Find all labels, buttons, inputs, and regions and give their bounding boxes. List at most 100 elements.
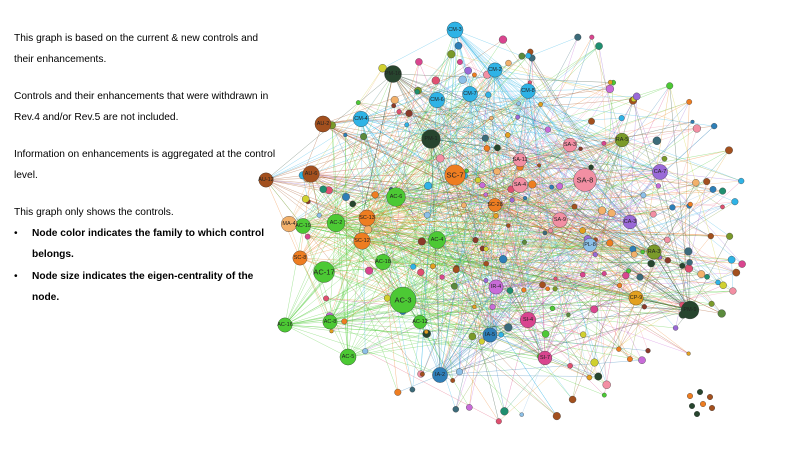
graph-node[interactable]: [616, 346, 622, 352]
graph-node[interactable]: [481, 134, 489, 142]
graph-node[interactable]: [424, 329, 429, 335]
graph-node-ir-4[interactable]: [488, 279, 504, 295]
graph-node[interactable]: [694, 411, 700, 417]
graph-node[interactable]: [664, 257, 671, 264]
graph-node[interactable]: [483, 145, 491, 152]
graph-node[interactable]: [571, 203, 578, 210]
graph-node[interactable]: [472, 72, 477, 78]
graph-node[interactable]: [479, 182, 486, 189]
graph-node[interactable]: [547, 228, 554, 234]
graph-node[interactable]: [715, 279, 721, 286]
graph-node[interactable]: [661, 155, 668, 162]
graph-node[interactable]: [541, 330, 550, 338]
graph-node[interactable]: [523, 196, 528, 201]
graph-node-ac-16[interactable]: [277, 317, 293, 333]
graph-node[interactable]: [493, 213, 499, 219]
graph-node-sc-13[interactable]: [358, 209, 376, 227]
graph-node[interactable]: [301, 195, 310, 203]
graph-node[interactable]: [638, 356, 646, 364]
graph-node[interactable]: [420, 371, 425, 377]
graph-node[interactable]: [707, 394, 713, 400]
graph-node[interactable]: [618, 115, 625, 122]
graph-node-ac-2[interactable]: [326, 213, 346, 233]
graph-node[interactable]: [703, 178, 711, 186]
graph-node[interactable]: [506, 223, 511, 228]
graph-node[interactable]: [483, 260, 489, 267]
graph-node[interactable]: [556, 182, 563, 190]
graph-node[interactable]: [552, 286, 558, 292]
graph-node[interactable]: [478, 338, 485, 345]
graph-node-si-4[interactable]: [520, 312, 536, 328]
graph-node[interactable]: [601, 271, 607, 277]
graph-node[interactable]: [417, 268, 425, 276]
graph-node[interactable]: [409, 386, 416, 393]
graph-node[interactable]: [690, 119, 695, 124]
graph-node[interactable]: [538, 101, 543, 107]
graph-node[interactable]: [590, 305, 599, 314]
graph-node[interactable]: [641, 304, 647, 310]
graph-node[interactable]: [415, 58, 423, 66]
graph-node[interactable]: [650, 210, 657, 218]
graph-node[interactable]: [738, 260, 746, 268]
graph-node-au-2[interactable]: [314, 115, 332, 133]
graph-node[interactable]: [720, 204, 725, 210]
graph-node[interactable]: [430, 263, 436, 269]
graph-node[interactable]: [349, 200, 356, 208]
graph-node[interactable]: [574, 33, 582, 41]
graph-node-cm-8[interactable]: [520, 83, 536, 99]
graph-node[interactable]: [521, 287, 527, 293]
graph-node[interactable]: [341, 318, 348, 325]
graph-node[interactable]: [461, 202, 467, 209]
graph-node-si-7[interactable]: [537, 350, 553, 366]
graph-node[interactable]: [719, 187, 727, 195]
graph-node[interactable]: [539, 281, 546, 289]
graph-node[interactable]: [505, 132, 511, 138]
graph-node[interactable]: [544, 126, 551, 133]
graph-node-ca-3[interactable]: [622, 214, 638, 230]
graph-node[interactable]: [391, 103, 397, 109]
graph-node[interactable]: [394, 388, 402, 396]
graph-node[interactable]: [601, 140, 607, 146]
graph-node[interactable]: [586, 374, 593, 381]
graph-node[interactable]: [498, 331, 504, 338]
graph-node[interactable]: [454, 42, 463, 50]
graph-node[interactable]: [405, 109, 413, 117]
graph-node[interactable]: [505, 59, 512, 67]
graph-node[interactable]: [506, 287, 514, 294]
graph-node[interactable]: [687, 393, 693, 399]
graph-node[interactable]: [568, 395, 577, 404]
graph-node[interactable]: [632, 92, 641, 101]
graph-node[interactable]: [647, 259, 655, 268]
graph-node[interactable]: [602, 380, 611, 389]
graph-node[interactable]: [672, 325, 679, 331]
graph-node[interactable]: [684, 264, 693, 273]
graph-node-pl-8[interactable]: [583, 238, 597, 252]
graph-node[interactable]: [323, 295, 329, 302]
graph-node[interactable]: [605, 84, 614, 93]
graph-node[interactable]: [725, 146, 733, 155]
graph-node[interactable]: [452, 406, 459, 413]
graph-node-ia-5[interactable]: [482, 327, 498, 343]
graph-node[interactable]: [431, 76, 440, 85]
graph-node[interactable]: [475, 177, 481, 184]
graph-node[interactable]: [617, 282, 623, 289]
graph-node[interactable]: [606, 239, 614, 247]
graph-node[interactable]: [700, 401, 706, 407]
graph-node[interactable]: [439, 274, 445, 280]
graph-node[interactable]: [383, 294, 391, 302]
graph-node[interactable]: [483, 278, 489, 283]
graph-node[interactable]: [319, 185, 327, 193]
graph-node[interactable]: [709, 186, 717, 193]
graph-node[interactable]: [579, 227, 586, 234]
graph-node[interactable]: [588, 164, 594, 170]
graph-node-ac-12[interactable]: [413, 315, 427, 329]
graph-node[interactable]: [630, 251, 638, 258]
graph-node[interactable]: [595, 42, 603, 50]
graph-node[interactable]: [472, 304, 477, 309]
graph-node[interactable]: [518, 52, 526, 60]
graph-node-cp-9[interactable]: [628, 290, 644, 306]
graph-node[interactable]: [704, 274, 710, 280]
graph-node[interactable]: [549, 305, 556, 312]
graph-node[interactable]: [498, 35, 508, 44]
graph-node[interactable]: [726, 232, 734, 240]
